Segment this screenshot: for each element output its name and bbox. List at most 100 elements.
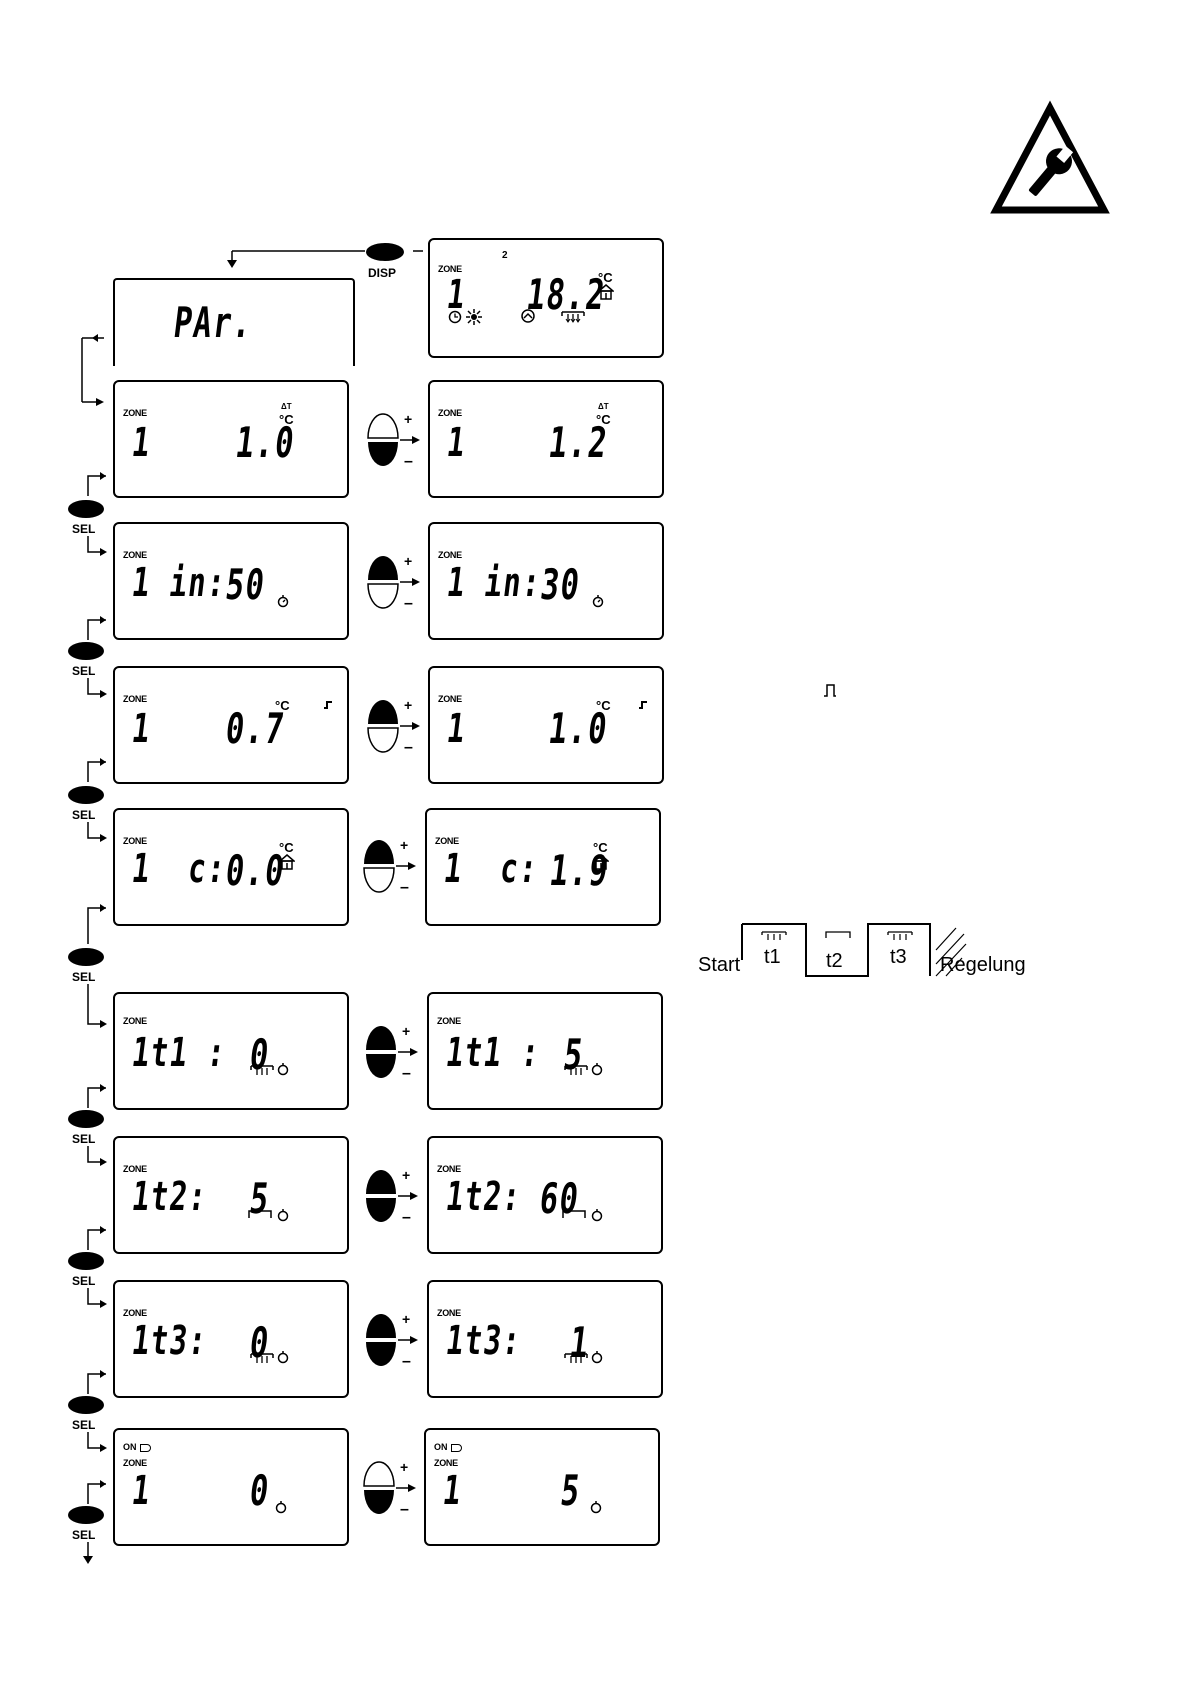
sel-button-1[interactable]	[68, 500, 104, 518]
step-symbol-icon	[824, 684, 836, 697]
step-icon	[639, 701, 647, 709]
svg-text:+: +	[402, 1167, 410, 1183]
zone-label: ZONE	[123, 1458, 147, 1468]
up-down-buttons-row1[interactable]: + –	[366, 410, 422, 470]
up-down-buttons-row6[interactable]: + –	[364, 1166, 420, 1226]
pause-bracket-icon	[248, 1210, 272, 1218]
heating-icon	[250, 1065, 274, 1075]
param-label: 1 in:	[129, 560, 229, 606]
unit: °C	[593, 840, 608, 855]
sel-button-6[interactable]	[68, 1252, 104, 1270]
sel-button-5[interactable]	[68, 1110, 104, 1128]
value: 30	[537, 560, 584, 609]
param-label: 1t2:	[129, 1174, 211, 1220]
up-down-buttons-row5[interactable]: + –	[364, 1022, 420, 1082]
sel-button-3[interactable]	[68, 786, 104, 804]
timer-icon	[592, 595, 604, 608]
flow-bracket-4	[87, 904, 106, 944]
param-label: 1t1 :	[129, 1030, 229, 1076]
initial-display: ZONE 2 1 18.2 °C	[428, 238, 664, 358]
mode-dial-icon	[521, 309, 535, 323]
timer-icon	[277, 1063, 289, 1076]
display-row2-left: ZONE 1 in: 50	[113, 522, 349, 640]
timer-icon	[591, 1063, 603, 1076]
display-row6-left: ZONE 1t2: 5	[113, 1136, 349, 1254]
zone-label: ZONE	[437, 1016, 461, 1026]
svg-text:–: –	[400, 879, 409, 896]
unit: °C	[279, 412, 294, 427]
flow-bracket-3b	[87, 822, 107, 842]
house-icon	[598, 284, 614, 300]
up-down-buttons-row2[interactable]: + –	[366, 552, 422, 612]
disp-button[interactable]	[366, 243, 404, 261]
display-row4-left: ZONE 1 c: 0.0 °C	[113, 808, 349, 926]
heating-icon	[250, 1353, 274, 1363]
house-icon	[593, 854, 609, 870]
timing-waveform	[741, 923, 967, 977]
sel-button-8[interactable]	[68, 1506, 104, 1524]
timing-diagram: Start t1 t2 t3 Regelung	[698, 920, 1050, 980]
up-down-buttons-row4[interactable]: + –	[362, 836, 418, 896]
sel-label-8: SEL	[72, 1528, 96, 1542]
zone-label: ZONE	[123, 1164, 147, 1174]
up-down-buttons-row7[interactable]: + –	[364, 1310, 420, 1370]
sel-label-6: SEL	[72, 1274, 96, 1288]
sel-button-2[interactable]	[68, 642, 104, 660]
sel-button-4[interactable]	[68, 948, 104, 966]
sel-label-5: SEL	[72, 1132, 96, 1146]
zone-label: ZONE	[438, 550, 462, 560]
pause-bracket-icon	[562, 1210, 586, 1218]
value: 5	[557, 1466, 584, 1515]
t3-label: t3	[890, 946, 907, 968]
value: 0	[246, 1466, 273, 1515]
svg-text:+: +	[404, 411, 412, 427]
svg-text:+: +	[400, 1459, 408, 1475]
flow-bracket-2	[87, 616, 106, 640]
timer-icon	[590, 1501, 602, 1514]
svg-text:–: –	[404, 595, 413, 612]
zone-label: ZONE	[438, 408, 462, 418]
heating-icon	[564, 1065, 588, 1075]
sun-icon	[466, 309, 482, 325]
flow-bracket-1b	[87, 536, 107, 556]
zone-label: ZONE	[434, 1458, 458, 1468]
t1-heating-icon	[761, 931, 787, 940]
flow-bracket-8	[87, 1480, 106, 1504]
param-label: 1 c:	[129, 846, 229, 892]
display-row7-right: ZONE 1t3: 1	[427, 1280, 663, 1398]
flow-bracket-5	[87, 1084, 106, 1108]
sel-label-1: SEL	[72, 522, 96, 536]
sel-button-7[interactable]	[68, 1396, 104, 1414]
timer-icon	[277, 595, 289, 608]
param-label: 1 in:	[444, 560, 544, 606]
zone-number: 1	[444, 420, 469, 466]
svg-text:+: +	[402, 1023, 410, 1039]
unit: °C	[279, 840, 294, 855]
zone-label: ZONE	[437, 1308, 461, 1318]
timer-icon	[277, 1209, 289, 1222]
display-row6-right: ZONE 1t2: 60	[427, 1136, 663, 1254]
exit-arrow	[83, 1542, 93, 1564]
sel-label-7: SEL	[72, 1418, 96, 1432]
wrench-warning-icon	[990, 100, 1110, 214]
param-label: 1t1 :	[443, 1030, 543, 1076]
svg-text:–: –	[402, 1209, 411, 1226]
flow-bracket-7b	[87, 1432, 107, 1452]
display-row4-right: ZONE 1 c: 1.9 °C	[425, 808, 661, 926]
svg-text:–: –	[404, 739, 413, 756]
timer-icon	[275, 1501, 287, 1514]
delta-label: ΔT	[281, 402, 292, 411]
display-row7-left: ZONE 1t3: 0	[113, 1280, 349, 1398]
clock-icon	[448, 310, 462, 324]
unit: °C	[275, 698, 290, 713]
up-down-buttons-row3[interactable]: + –	[366, 696, 422, 756]
zone-label: ZONE	[123, 408, 147, 418]
par-text: PAr.	[170, 298, 256, 347]
timer-icon	[591, 1351, 603, 1364]
zone-label: ZONE	[123, 1308, 147, 1318]
flow-bracket-2b	[87, 678, 107, 698]
up-down-buttons-row8[interactable]: + –	[362, 1458, 418, 1518]
t2-label: t2	[826, 950, 843, 972]
t3-heating-icon	[887, 931, 913, 940]
display-row1-right: ZONE 1 1.2 ΔT °C	[428, 380, 664, 498]
